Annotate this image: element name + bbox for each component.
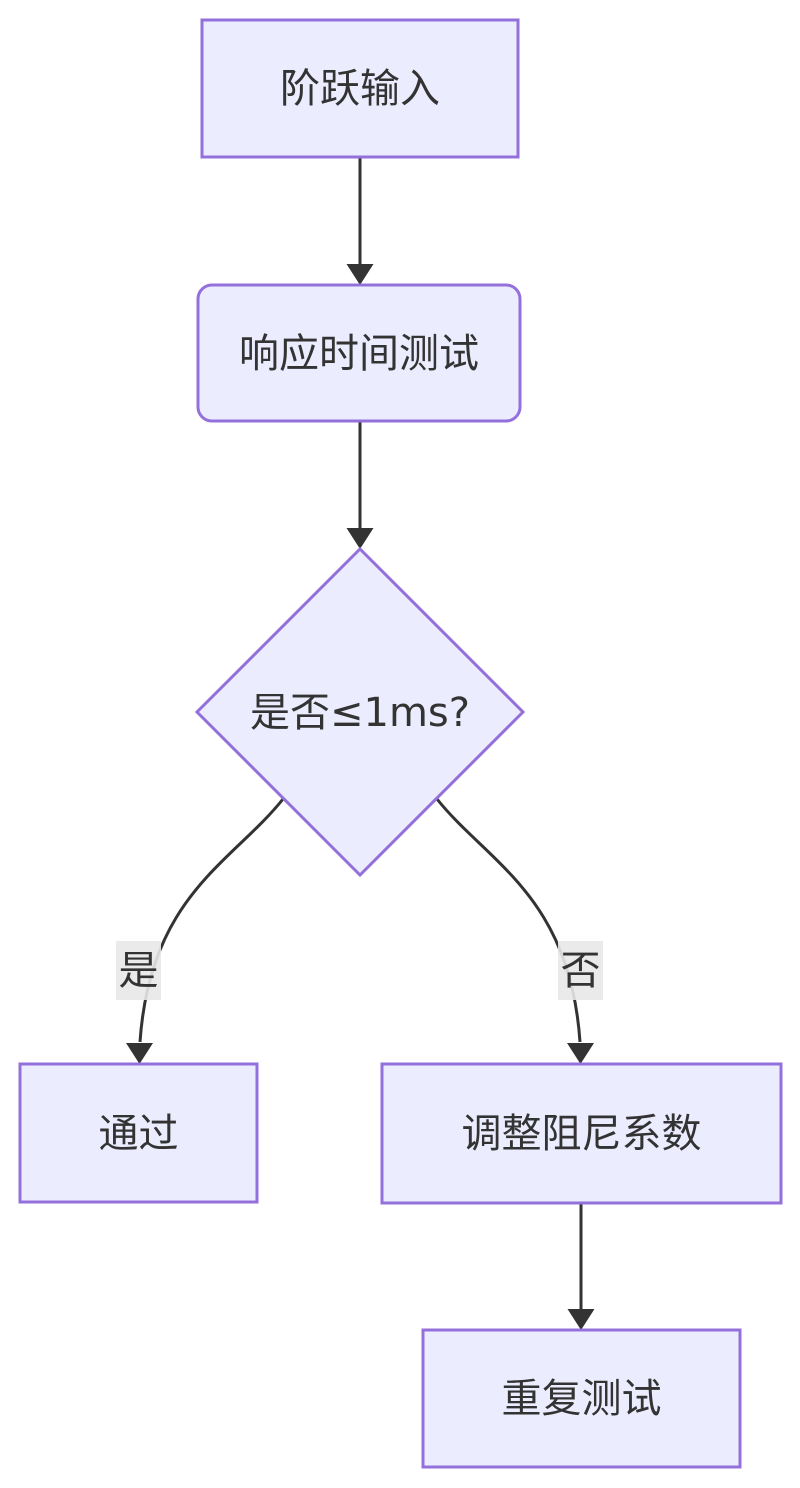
edge-adjust-to-repeat — [567, 1203, 595, 1330]
edge-label-no-text: 否 — [561, 948, 601, 994]
node-rect — [18, 1062, 259, 1204]
arrow-head-icon — [567, 1043, 594, 1064]
edge-response-test-to-decision — [346, 421, 374, 549]
edge-label-background — [558, 941, 603, 1000]
edge-label-background — [116, 941, 161, 1000]
edge-step-input-to-response-test — [346, 157, 374, 285]
node-rect — [380, 1062, 783, 1205]
arrow-head-icon — [346, 264, 374, 285]
arrow-head-icon — [346, 528, 374, 549]
node-label: 调整阻尼系数 — [462, 1111, 702, 1157]
node-rect — [421, 1328, 742, 1469]
node-rect — [196, 283, 522, 423]
node-pass: 通过 — [18, 1062, 259, 1204]
node-step-input: 阶跃输入 — [200, 18, 520, 159]
node-label: 重复测试 — [502, 1376, 662, 1422]
edge-line — [435, 798, 582, 1043]
node-label: 通过 — [99, 1111, 179, 1157]
edge-decision-no-to-adjust — [435, 798, 594, 1064]
node-label: 响应时间测试 — [239, 331, 479, 377]
node-response-time-test: 响应时间测试 — [196, 283, 522, 423]
arrow-head-icon — [567, 1309, 595, 1330]
arrow-head-icon — [126, 1043, 153, 1064]
node-repeat-test: 重复测试 — [421, 1328, 742, 1469]
edge-line — [138, 798, 285, 1043]
edge-decision-yes-to-pass — [126, 798, 285, 1064]
edge-label-yes-text: 是 — [119, 948, 159, 994]
decision-le-1ms: 是否≤1ms? — [194, 546, 526, 878]
node-rect — [200, 18, 520, 159]
edge-label-no: 否 — [558, 941, 603, 1000]
edge-label-yes: 是 — [116, 941, 161, 1000]
node-label: 是否≤1ms? — [250, 690, 470, 736]
decision-diamond — [194, 546, 526, 878]
node-adjust-damping: 调整阻尼系数 — [380, 1062, 783, 1205]
node-label: 阶跃输入 — [280, 66, 440, 112]
